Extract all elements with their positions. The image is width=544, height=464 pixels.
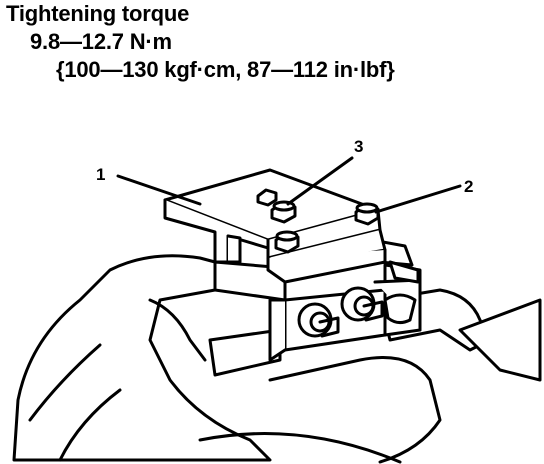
bolt-rear: [256, 188, 278, 207]
callout-label-3: 3: [354, 137, 363, 156]
bolt-2: [354, 202, 380, 226]
bolt-front: [274, 230, 300, 254]
connector-left: [297, 302, 340, 338]
leader-line-2: [374, 184, 462, 214]
callout-label-2: 2: [464, 177, 473, 196]
vise-body: [12, 254, 542, 464]
torque-title: Tightening torque: [6, 1, 190, 26]
torque-value-nm: 9.8—12.7 N·m: [30, 29, 172, 54]
callout-label-1: 1: [96, 165, 105, 184]
bolt-3: [270, 200, 297, 224]
connector-right: [340, 286, 384, 322]
leader-line-1: [116, 174, 202, 206]
leader-line-3: [286, 156, 354, 206]
torque-value-alt: {100—130 kgf·cm, 87—112 in·lbf}: [56, 57, 395, 82]
